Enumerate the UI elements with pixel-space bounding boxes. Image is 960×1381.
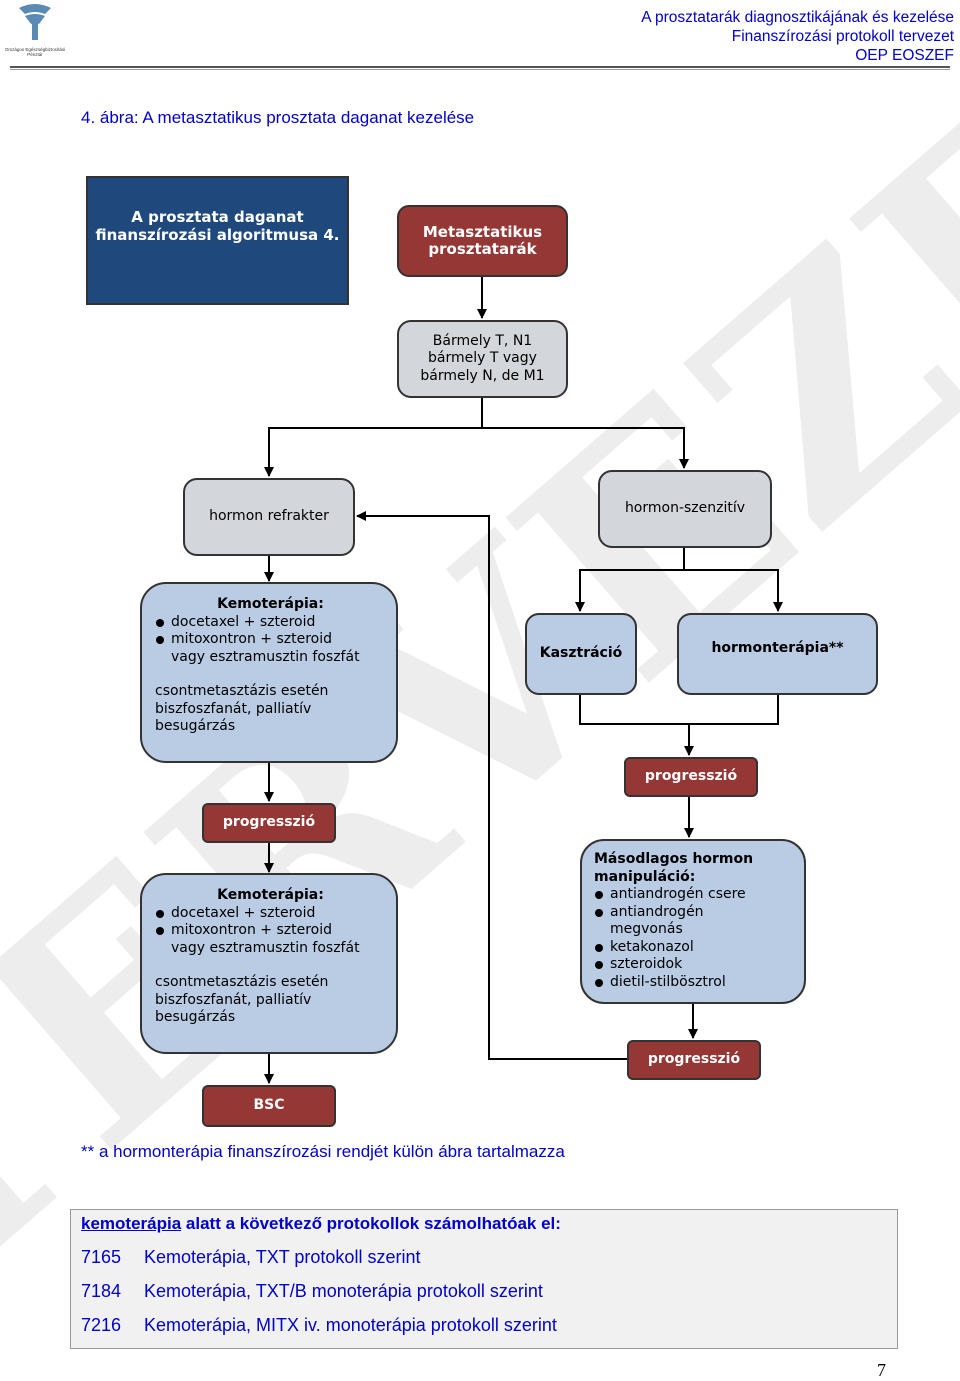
protocol-code: 7165 <box>81 1247 122 1267</box>
chemo1-item: docetaxel + szteroid <box>155 614 386 632</box>
hormone-sensitive-box: hormon-szenzitív <box>598 470 772 548</box>
protocol-text: Kemoterápia, TXT protokoll szerint <box>144 1247 421 1267</box>
castration-box: Kasztráció <box>525 613 637 695</box>
chemo1-title: Kemoterápia: <box>217 596 324 612</box>
protocol-text: Kemoterápia, MITX iv. monoterápia protok… <box>144 1315 557 1335</box>
chemo2-item: mitoxontron + szteroid <box>155 922 386 940</box>
logo-icon <box>19 4 51 40</box>
progression-label: progresszió <box>222 814 316 831</box>
algorithm-title-box: A prosztata daganat finanszírozási algor… <box>86 176 349 305</box>
page-header: A prosztatarák diagnosztikájának és keze… <box>641 8 954 65</box>
chemo1-item-cont: vagy esztramusztin foszfát <box>171 648 360 665</box>
secondary-item: dietil-stilbösztrol <box>594 974 796 992</box>
secondary-item: szteroidok <box>594 956 796 974</box>
hormone-therapy-label: hormonterápia** <box>711 640 844 657</box>
staging-line-3: bármely N, de M1 <box>420 367 545 384</box>
progression-box-right-2: progresszió <box>627 1040 761 1080</box>
protocol-code: 7184 <box>81 1281 122 1301</box>
header-divider <box>10 66 950 68</box>
protocol-row: 7184 Kemoterápia, TXT/B monoterápia proto… <box>81 1281 543 1302</box>
progression-box-left: progresszió <box>202 803 336 843</box>
page-number: 7 <box>877 1360 886 1380</box>
protocol-heading-rest: alatt a következő protokollok számolható… <box>181 1214 561 1233</box>
progression-label: progresszió <box>647 1051 741 1068</box>
progression-box-right-1: progresszió <box>624 757 758 797</box>
protocol-row: 7165 Kemoterápia, TXT protokoll szerint <box>81 1247 420 1268</box>
staging-box: Bármely T, N1 bármely T vagy bármely N, … <box>397 320 568 398</box>
chemotherapy-box-1: Kemoterápia: docetaxel + szteroid mitoxo… <box>140 582 398 763</box>
chemo2-item: docetaxel + szteroid <box>155 905 386 923</box>
progression-label: progresszió <box>644 768 738 785</box>
protocol-code: 7216 <box>81 1315 122 1335</box>
secondary-item: antiandrogén csere <box>594 886 796 904</box>
secondary-item: antiandrogén megvonás <box>594 904 720 939</box>
secondary-hormone-box: Másodlagos hormon manipuláció: antiandro… <box>580 839 806 1004</box>
chemo2-title: Kemoterápia: <box>217 887 324 903</box>
protocol-row: 7216 Kemoterápia, MITX iv. monoterápia pr… <box>81 1315 557 1336</box>
chemo1-extra: csontmetasztázis esetén biszfoszfanát, p… <box>155 683 329 734</box>
chemo1-item: mitoxontron + szteroid <box>155 631 386 649</box>
chemo2-extra: csontmetasztázis esetén biszfoszfanát, p… <box>155 974 329 1025</box>
header-line-3: OEP EOSZEF <box>855 47 954 64</box>
figure-title: 4. ábra: A metasztatikus prosztata dagan… <box>81 108 475 127</box>
hormone-therapy-box: hormonterápia** <box>677 613 878 695</box>
protocol-text: Kemoterápia, TXT/B monoterápia protokoll… <box>144 1281 543 1301</box>
start-label: Metasztatikus prosztatarák <box>422 222 543 258</box>
start-box: Metasztatikus prosztatarák <box>397 205 568 277</box>
hormone-refracter-label: hormon refrakter <box>209 508 329 525</box>
hormone-sensitive-label: hormon-szenzitív <box>624 500 746 517</box>
line-castration-merge <box>579 695 779 725</box>
chemotherapy-link[interactable]: kemoterápia <box>81 1214 182 1233</box>
protocol-heading: kemoterápia alatt a következő protokollo… <box>81 1214 561 1234</box>
chemotherapy-box-2: Kemoterápia: docetaxel + szteroid mitoxo… <box>140 873 398 1054</box>
header-divider-thin <box>10 69 950 70</box>
protocol-box: kemoterápia alatt a következő protokollo… <box>70 1209 898 1349</box>
line-staging-split <box>264 397 483 477</box>
footnote: ** a hormonterápia finanszírozási rendjé… <box>81 1142 565 1161</box>
line-feedback-to-refracter <box>356 511 627 1060</box>
line-sensitive-to-hormone <box>684 569 783 612</box>
line-sensitive-split <box>575 547 685 612</box>
castration-label: Kasztráció <box>539 645 623 662</box>
algorithm-title-text: A prosztata daganat finanszírozási algor… <box>95 208 340 244</box>
line-staging-to-sensitive <box>482 427 689 469</box>
staging-line-1: Bármely T, N1 <box>432 332 533 349</box>
header-line-1: A prosztatarák diagnosztikájának és keze… <box>641 9 954 26</box>
bsc-box: BSC <box>202 1085 336 1127</box>
header-line-2: Finanszírozási protokoll tervezet <box>731 28 954 45</box>
logo-text: Országos Egészségbiztosítási Pénztár <box>4 47 66 57</box>
secondary-title: Másodlagos hormon manipuláció: <box>594 851 754 885</box>
bsc-label: BSC <box>253 1097 285 1114</box>
staging-line-2: bármely T vagy <box>428 350 537 367</box>
chemo2-item-cont: vagy esztramusztin foszfát <box>171 939 360 956</box>
hormone-refracter-box: hormon refrakter <box>183 478 355 556</box>
secondary-item: ketakonazol <box>594 939 796 957</box>
logo: Országos Egészségbiztosítási Pénztár <box>4 2 66 60</box>
